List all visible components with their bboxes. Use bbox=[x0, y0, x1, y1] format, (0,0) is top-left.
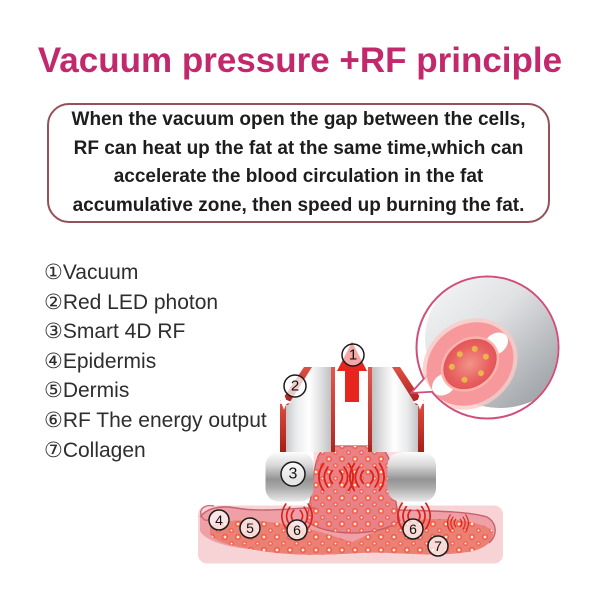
description-line: When the vacuum open the gap between the… bbox=[71, 109, 526, 130]
legend-label: Epidermis bbox=[62, 349, 157, 373]
circled-number: ④ bbox=[44, 348, 63, 373]
svg-text:1: 1 bbox=[349, 347, 357, 364]
left-inner-led-strip bbox=[331, 367, 335, 452]
svg-text:4: 4 bbox=[215, 512, 223, 528]
description-box: When the vacuum open the gap between the… bbox=[47, 103, 550, 223]
legend-label: Smart 4D RF bbox=[62, 320, 186, 344]
marker-7: 7 bbox=[427, 535, 449, 557]
legend-label: Red LED photon bbox=[62, 290, 219, 314]
device-head-art bbox=[422, 277, 558, 410]
right-vacuum-wall bbox=[372, 367, 421, 452]
sparkle-icon bbox=[276, 394, 292, 410]
marker-2: 2 bbox=[283, 374, 307, 398]
legend-list: ①Vacuum ②Red LED photon ③Smart 4D RF ④Ep… bbox=[44, 258, 267, 465]
marker-6-left: 6 bbox=[286, 519, 308, 541]
left-outer-led-strip bbox=[280, 400, 286, 452]
vacuum-up-arrow-icon bbox=[337, 342, 367, 402]
ring-highlight bbox=[432, 373, 456, 396]
right-inner-led-strip bbox=[368, 367, 372, 452]
marker-6-right: 6 bbox=[402, 518, 424, 540]
left-led-strip bbox=[280, 367, 312, 405]
circled-number: ⑥ bbox=[44, 407, 63, 432]
legend-item-rf-energy-output: ⑥RF The energy output bbox=[44, 406, 267, 436]
led-ring-glow bbox=[422, 318, 518, 410]
rf-wave-icon bbox=[280, 462, 470, 532]
vacuum-rf-device bbox=[265, 342, 436, 502]
rf-emitter-face bbox=[440, 336, 500, 392]
legend-item-dermis: ⑤Dermis bbox=[44, 376, 267, 406]
led-dots bbox=[448, 345, 489, 383]
marker-4: 4 bbox=[208, 509, 230, 531]
circled-number: ⑤ bbox=[44, 378, 63, 403]
right-rf-roller bbox=[387, 452, 436, 502]
page-title: Vacuum pressure +RF principle bbox=[37, 41, 563, 80]
description-line: accelerate the blood circulation in the … bbox=[113, 166, 484, 187]
legend-item-epidermis: ④Epidermis bbox=[44, 347, 267, 377]
legend-label: RF The energy output bbox=[62, 408, 267, 432]
legend-label: Dermis bbox=[62, 379, 130, 403]
legend-item-smart-4d-rf: ③Smart 4D RF bbox=[44, 317, 267, 347]
skin-surface-outline bbox=[199, 506, 496, 544]
left-rf-roller bbox=[265, 452, 314, 502]
device-head-face bbox=[422, 318, 518, 410]
inset-bubble-circle bbox=[415, 275, 560, 420]
legend-item-red-led-photon: ②Red LED photon bbox=[44, 288, 267, 318]
marker-3: 3 bbox=[280, 461, 306, 487]
marker-5: 5 bbox=[239, 517, 261, 539]
marker-1: 1 bbox=[341, 343, 365, 367]
svg-text:7: 7 bbox=[434, 538, 442, 554]
skin-edge-curl bbox=[200, 505, 215, 521]
fat-cell-cluster bbox=[210, 519, 493, 555]
description-line: RF can heat up the fat at the same time,… bbox=[73, 137, 524, 159]
device-head-dome bbox=[425, 277, 558, 408]
description-line: accumulative zone, then speed up burning… bbox=[72, 194, 525, 216]
ring-highlight bbox=[484, 332, 508, 355]
legend-label: Collagen bbox=[62, 438, 146, 462]
led-ring bbox=[426, 322, 514, 406]
circled-number: ① bbox=[44, 260, 63, 284]
fat-cell-dots bbox=[210, 519, 493, 555]
inset-bubble-tail bbox=[411, 371, 445, 393]
suctioned-skin-bump-dots bbox=[306, 446, 400, 533]
circled-number: ② bbox=[44, 289, 63, 314]
inset-bubble-tail-outline bbox=[410, 370, 446, 394]
svg-text:5: 5 bbox=[246, 520, 254, 536]
svg-text:6: 6 bbox=[293, 522, 301, 538]
suctioned-skin-bump bbox=[305, 445, 401, 534]
legend-item-vacuum: ①Vacuum bbox=[44, 258, 267, 288]
right-outer-led-strip bbox=[418, 400, 424, 452]
svg-text:6: 6 bbox=[409, 521, 417, 537]
vacuum-channel-skin bbox=[313, 446, 403, 507]
svg-text:3: 3 bbox=[289, 466, 298, 483]
legend-label: Vacuum bbox=[62, 261, 139, 284]
legend-item-collagen: ⑦Collagen bbox=[44, 436, 267, 466]
left-vacuum-wall bbox=[282, 367, 331, 452]
skin-base-layer bbox=[198, 505, 503, 564]
circled-number: ⑦ bbox=[44, 437, 63, 462]
right-led-strip bbox=[392, 367, 424, 405]
sparkle-icon bbox=[412, 394, 428, 410]
circled-number: ③ bbox=[44, 319, 63, 344]
dermis-layer bbox=[200, 506, 496, 553]
svg-text:2: 2 bbox=[291, 378, 299, 395]
device-head-inset bbox=[410, 275, 560, 420]
